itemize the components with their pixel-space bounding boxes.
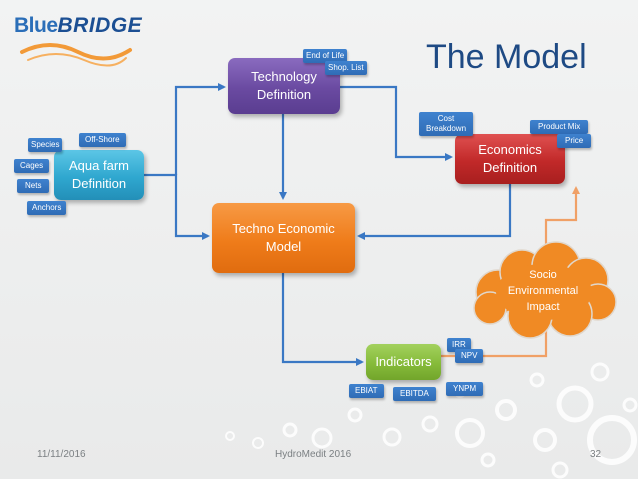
slide-title: The Model	[426, 38, 587, 76]
tag-ebiat: EBIAT	[349, 384, 384, 398]
indicators-box: Indicators	[366, 344, 441, 380]
footer-event: HydroMedit 2016	[275, 449, 352, 460]
logo-text-blue: Blue	[14, 14, 58, 37]
blue-arrows	[144, 83, 512, 366]
tag-irr: IRR	[447, 338, 471, 352]
decorative-circles	[225, 362, 638, 479]
tag-nets: Nets	[17, 179, 50, 193]
tag-off-shore: Off-Shore	[79, 133, 126, 147]
tag-species: Species	[28, 138, 63, 152]
socio-environmental-impact-text: Socio Environmental Impact	[507, 269, 579, 313]
tag-product-mix: Product Mix	[530, 120, 589, 134]
footer-date: 11/11/2016	[37, 449, 86, 460]
tag-npv: NPV	[455, 349, 484, 363]
tag-cost-breakdown: Cost Breakdown	[419, 112, 474, 136]
socio-cloud	[473, 241, 617, 339]
tag-end-of-life: End of Life	[303, 49, 348, 63]
tag-ebitda: EBITDA	[393, 387, 436, 401]
bluebridge-logo: BlueBRIDGE	[14, 14, 144, 74]
logo-wave	[20, 43, 132, 61]
tag-ynpm: YNPM	[446, 382, 484, 396]
tag-anchors: Anchors	[27, 201, 67, 215]
tag-price: Price	[557, 134, 592, 148]
footer-page-number: 32	[590, 449, 602, 460]
logo-text-bridge: BRIDGE	[57, 14, 143, 37]
tag-shop-list: Shop. List	[325, 61, 367, 75]
tag-cages: Cages	[14, 159, 50, 173]
